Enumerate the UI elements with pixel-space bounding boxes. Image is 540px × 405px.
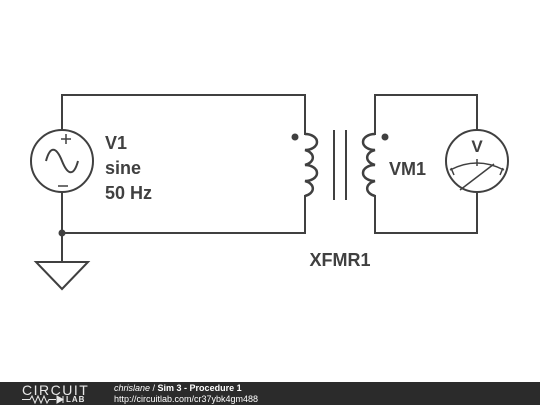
source-name-label: V1 [105, 133, 127, 153]
circuit-schematic: V V1 sine 50 Hz XFMR1 VM1 [30, 94, 509, 291]
primary-polarity-dot [291, 133, 299, 141]
credit-separator: / [150, 383, 158, 393]
junction-dot [58, 229, 66, 237]
source-waveform-label: sine [105, 158, 141, 178]
wire-secondary-bottom [374, 189, 478, 234]
circuit-title: Sim 3 - Procedure 1 [157, 383, 242, 393]
wire-primary-top [61, 94, 306, 135]
voltmeter-symbol: V [471, 137, 483, 156]
secondary-polarity-dot [381, 133, 389, 141]
transformer-icon [304, 130, 376, 200]
circuit-url-link[interactable]: http://circuitlab.com/cr37ybk4gm488 [114, 394, 259, 404]
logo-lab-text: LAB [66, 395, 86, 404]
ac-voltage-source-icon [30, 129, 94, 193]
voltmeter-name-label: VM1 [389, 159, 426, 179]
logo-resistor-icon [22, 395, 64, 404]
footer-credit: chrislane / Sim 3 - Procedure 1 [114, 383, 242, 394]
ground-icon [33, 261, 91, 291]
wire-secondary-top [374, 94, 478, 135]
author-link[interactable]: chrislane [114, 383, 151, 393]
transformer-name-label: XFMR1 [309, 250, 370, 270]
voltmeter-icon [445, 129, 509, 193]
footer-bar: CIRCUIT LAB chrislane / Sim 3 - Procedur… [0, 382, 540, 405]
source-frequency-label: 50 Hz [105, 183, 152, 203]
wire-primary-bottom [61, 191, 306, 234]
logo-circuit-text: CIRCUIT [22, 382, 90, 398]
